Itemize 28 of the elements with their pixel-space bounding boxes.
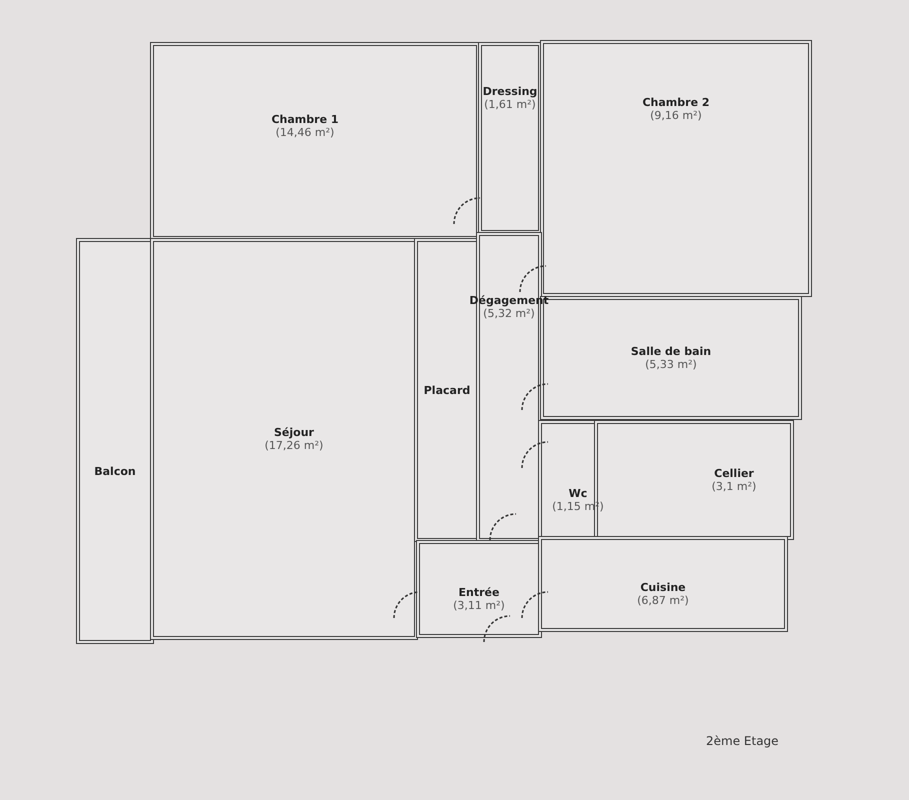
room-area: (5,32 m²) xyxy=(483,307,535,320)
room-name: Wc xyxy=(568,487,588,500)
room-name: Salle de bain xyxy=(630,345,712,358)
floor-label: 2ème Etage xyxy=(706,734,779,748)
room-outline xyxy=(416,540,542,638)
room-outline xyxy=(540,40,812,297)
room-area: (17,26 m²) xyxy=(264,439,324,452)
room-area: (3,1 m²) xyxy=(712,480,756,493)
room-area: (9,16 m²) xyxy=(650,108,702,122)
room-outline xyxy=(150,42,480,240)
room-name: Chambre 2 xyxy=(642,96,710,108)
room-name: Placard xyxy=(424,384,470,396)
room-name: Balcon xyxy=(94,464,136,478)
room-name: Cuisine xyxy=(640,581,686,594)
room-outline xyxy=(150,238,418,640)
room-outline xyxy=(76,238,154,644)
room-outline xyxy=(478,42,542,234)
room-name: Séjour xyxy=(274,426,314,439)
room-name: Dressing xyxy=(482,85,538,98)
room-area: (14,46 m²) xyxy=(276,126,334,139)
room-area: (1,61 m²) xyxy=(484,98,536,111)
room-name: Chambre 1 xyxy=(271,113,339,126)
room-area: (5,33 m²) xyxy=(645,358,697,371)
room-outline xyxy=(538,536,788,632)
room-name: Entrée xyxy=(458,586,500,599)
room-area: (3,11 m²) xyxy=(453,599,505,612)
room-area: (6,87 m²) xyxy=(637,594,689,607)
room-name: Cellier xyxy=(714,467,754,480)
